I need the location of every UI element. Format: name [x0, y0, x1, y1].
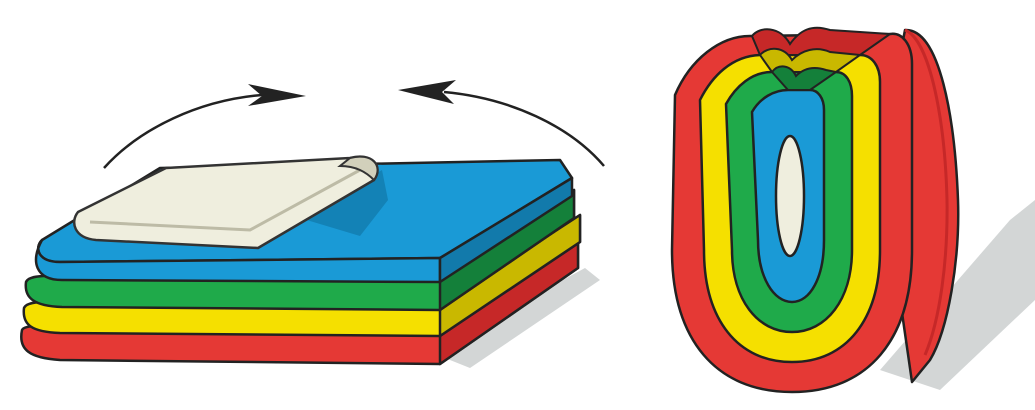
fold-core-cream: [774, 134, 806, 258]
folded-block: [670, 26, 1035, 394]
folded-block-front: [670, 32, 914, 394]
folded-block-top: [750, 26, 893, 91]
flat-layer-cream: [73, 155, 379, 250]
flat-stack: [20, 80, 605, 368]
left-arc-arrow: [103, 84, 306, 169]
right-arc-arrow: [398, 80, 605, 167]
flat-stack-shadow: [430, 268, 600, 368]
